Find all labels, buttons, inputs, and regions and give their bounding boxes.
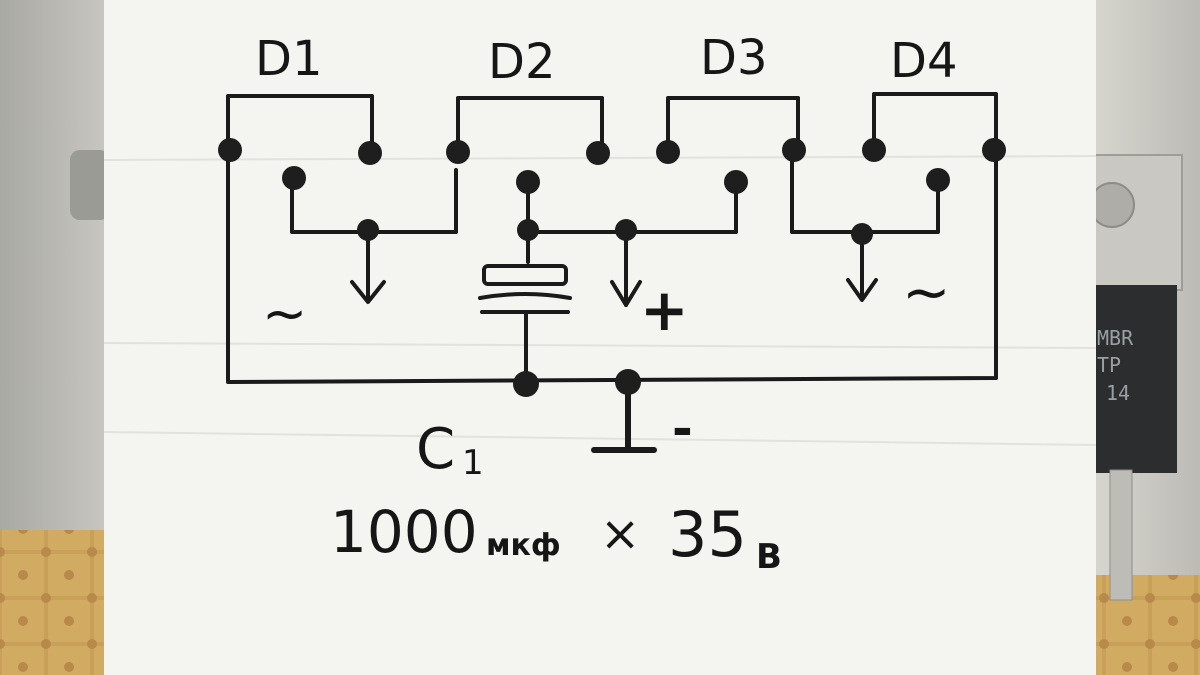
plus-symbol: + <box>640 276 689 344</box>
capacitor-plate-top <box>482 264 568 286</box>
pin-d4-left <box>862 138 886 162</box>
negative-bus <box>226 148 998 384</box>
pin-d3-mid <box>724 170 748 194</box>
junction-dots <box>218 138 1006 397</box>
node-cap-negative <box>513 371 539 397</box>
capacitor-times: × <box>600 506 640 562</box>
chip-marking-line-2: TP <box>1097 353 1121 377</box>
diode-outline-d4 <box>872 92 998 152</box>
capacitor-voltage: 35 <box>668 498 747 571</box>
ac-symbol-left: ~ <box>262 282 307 345</box>
diode-outline-d3 <box>666 96 800 152</box>
diode-label-d4: D4 <box>890 33 958 89</box>
pin-d4-mid <box>926 168 950 192</box>
pin-d2-mid <box>516 170 540 194</box>
pin-d2-right <box>586 141 610 165</box>
node-ac-left <box>357 219 379 241</box>
capacitor-name: C <box>416 417 455 482</box>
chip-marking-line-3: 14 <box>1106 381 1130 405</box>
diode-labels: D1 D2 D3 D4 <box>255 30 958 90</box>
positive-arrow <box>610 280 642 307</box>
capacitor-label: C 1 1000 мкф × 35 В <box>330 417 782 577</box>
pin-d3-left <box>656 140 680 164</box>
diode-outline-d2 <box>456 96 604 154</box>
pin-d1-mid <box>282 166 306 190</box>
minus-symbol: - <box>672 400 693 458</box>
screw-left <box>70 150 110 220</box>
capacitor-index: 1 <box>462 443 484 483</box>
node-positive-left <box>517 219 539 241</box>
diode-label-d2: D2 <box>488 34 556 90</box>
symbols: ~ ~ + - <box>262 258 951 458</box>
pin-d1-left <box>218 138 242 162</box>
capacitor-value: 1000 <box>330 498 478 566</box>
diode-label-d3: D3 <box>700 30 768 86</box>
ac-right-arrow <box>846 278 878 302</box>
capacitor-plate-bottom <box>478 292 572 300</box>
pin-d1-right <box>358 141 382 165</box>
diode-outlines <box>226 92 998 154</box>
diode-label-d1: D1 <box>255 31 323 87</box>
pin-d4-right <box>982 138 1006 162</box>
ac-left-arrow <box>350 280 386 304</box>
node-ground <box>615 369 641 395</box>
pin-d3-right <box>782 138 806 162</box>
diode-outline-d1 <box>226 94 374 154</box>
capacitor-voltage-unit: В <box>756 537 782 577</box>
pin-d2-left <box>446 140 470 164</box>
node-positive-out <box>615 219 637 241</box>
ac-symbol-right: ~ <box>902 258 951 326</box>
transistor-package: MBR TP 14 <box>1089 154 1183 601</box>
capacitor-unit: мкф <box>486 528 561 563</box>
node-ac-right <box>851 223 873 245</box>
chip-marking-line-1: MBR <box>1097 326 1134 350</box>
